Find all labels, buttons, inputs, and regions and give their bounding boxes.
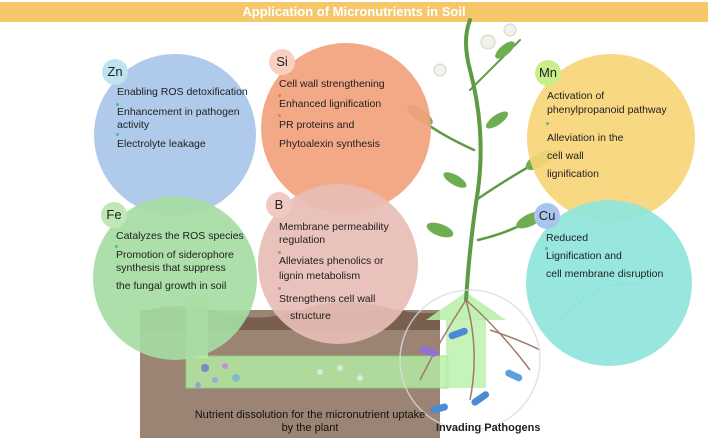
diagram-title: Application of Micronutrients in Soil bbox=[0, 2, 708, 22]
cu-badge: Cu bbox=[534, 203, 560, 229]
mn-effect: Activation of bbox=[547, 90, 605, 102]
fe-effect: Promotion of siderophore bbox=[116, 249, 234, 261]
si-effect: Cell wall strengthening bbox=[279, 78, 385, 90]
b-effect: Membrane permeability bbox=[279, 221, 389, 233]
mn-effect: cell wall bbox=[547, 150, 584, 162]
b-effect: regulation bbox=[279, 234, 326, 246]
si-effect: Enhanced lignification bbox=[279, 98, 382, 110]
uptake-arrow-head bbox=[426, 292, 506, 320]
si-effect: PR proteins and bbox=[279, 119, 355, 131]
bullet bbox=[546, 122, 549, 125]
bullet bbox=[116, 133, 119, 136]
bullet bbox=[115, 245, 118, 248]
fe-effect: synthesis that suppress bbox=[116, 262, 226, 274]
bullet bbox=[116, 103, 119, 106]
bullet bbox=[278, 114, 281, 117]
fe-badge: Fe bbox=[101, 202, 127, 228]
bullet bbox=[278, 94, 281, 97]
cu-effect: cell membrane disruption bbox=[546, 268, 664, 280]
pathogens-caption: Invading Pathogens bbox=[436, 422, 541, 434]
si-badge: Si bbox=[269, 49, 295, 75]
zn-effect: Enabling ROS detoxification bbox=[117, 86, 248, 98]
bullet bbox=[278, 287, 281, 290]
plant-roots bbox=[419, 299, 541, 401]
b-effect: lignin metabolism bbox=[279, 270, 361, 282]
bullet bbox=[278, 251, 281, 254]
si-effect: Phytoalexin synthesis bbox=[279, 138, 380, 150]
b-effect: structure bbox=[290, 310, 331, 322]
zn-effect: activity bbox=[117, 119, 150, 131]
rhizosphere-zone bbox=[399, 289, 541, 431]
mn-effect: Alleviation in the bbox=[547, 132, 624, 144]
fe-effect: Catalyzes the ROS species bbox=[116, 230, 244, 242]
soil-caption: Nutrient dissolution for the micronutrie… bbox=[194, 409, 426, 434]
soil-particles bbox=[195, 363, 363, 388]
mn-effect: lignification bbox=[547, 168, 599, 180]
plant-flowers bbox=[433, 23, 517, 77]
mn-badge: Mn bbox=[535, 60, 561, 86]
bullet bbox=[545, 247, 548, 250]
cu-effect: Lignification and bbox=[546, 250, 622, 262]
b-effect: Strengthens cell wall bbox=[279, 293, 376, 305]
zn-effect: Enhancement in pathogen bbox=[117, 106, 240, 118]
fe-effect: the fungal growth in soil bbox=[116, 280, 227, 292]
cu-effect: Reduced bbox=[546, 232, 589, 244]
zn-badge: Zn bbox=[102, 59, 128, 85]
zn-effect: Electrolyte leakage bbox=[117, 138, 206, 150]
pathogen-cells bbox=[420, 327, 523, 414]
b-badge: B bbox=[266, 192, 292, 218]
b-effect: Alleviates phenolics or bbox=[279, 255, 384, 267]
cu-circle bbox=[526, 200, 692, 366]
mn-effect: phenylpropanoid pathway bbox=[547, 104, 667, 116]
